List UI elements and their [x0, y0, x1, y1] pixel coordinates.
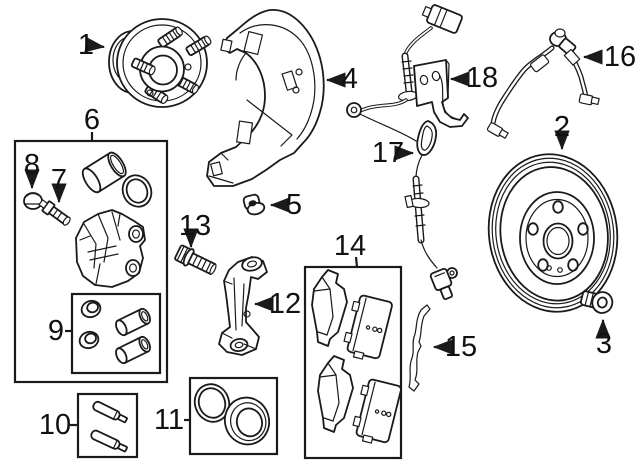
callout-10: 10 [39, 409, 78, 441]
callout-15-label: 15 [445, 331, 477, 363]
callout-18-label: 18 [466, 62, 498, 94]
callout-6-label: 6 [84, 104, 100, 136]
wheel-hub-assembly-drawing [108, 18, 212, 108]
callout-5-label: 5 [286, 189, 302, 221]
guide-pin-kit-box [76, 392, 139, 459]
callout-7: 7 [51, 164, 67, 204]
brake-rotor-drawing [487, 153, 619, 313]
callout-5: 5 [269, 189, 302, 221]
callout-17-label: 17 [372, 137, 404, 169]
callout-15: 15 [432, 331, 477, 363]
callout-13: 13 [179, 210, 211, 249]
callout-16: 16 [582, 41, 636, 73]
callout-14: 14 [334, 230, 366, 268]
callout-17: 17 [372, 137, 415, 169]
callout-12-label: 12 [269, 288, 301, 320]
callout-10-label: 10 [39, 409, 71, 441]
caliper-bracket-drawing [218, 256, 268, 356]
shield-bolt-drawing [242, 193, 266, 216]
callout-1: 1 [78, 29, 106, 61]
brake-pad-set-box [303, 265, 403, 460]
callout-3-label: 3 [596, 328, 612, 360]
callout-2: 2 [554, 111, 570, 151]
brake-hose-drawing [486, 28, 600, 139]
hose-bracket-drawing [413, 59, 469, 128]
callout-11-label: 11 [154, 404, 184, 436]
callout-9: 9 [48, 315, 72, 347]
pad-retaining-clip-drawing [408, 304, 431, 392]
callout-11: 11 [154, 404, 190, 436]
abs-wheel-speed-sensor-drawing [346, 4, 463, 301]
callout-4-label: 4 [342, 63, 358, 95]
piston-seal-drawing [121, 174, 153, 208]
rotor-bolt-drawing [579, 290, 614, 314]
callout-4: 4 [325, 63, 358, 95]
callout-18: 18 [449, 62, 498, 94]
bracket-bolt-drawing [174, 244, 217, 275]
callout-7-label: 7 [51, 164, 67, 196]
callout-13-label: 13 [179, 210, 211, 242]
callout-1-label: 1 [78, 29, 94, 61]
piston-seal-kit-box [188, 376, 279, 456]
caliper-kit-box [13, 139, 169, 384]
bushing-kit-box [70, 292, 162, 375]
callout-2-label: 2 [554, 111, 570, 143]
callout-3: 3 [595, 318, 612, 360]
caliper-piston-drawing [81, 151, 127, 194]
bleeder-cap-drawing [23, 192, 43, 210]
caliper-body-drawing [75, 209, 146, 288]
splash-shield-drawing [206, 9, 325, 187]
callout-8: 8 [24, 149, 40, 190]
callout-14-label: 14 [334, 230, 366, 262]
callout-6: 6 [84, 104, 100, 141]
callout-16-label: 16 [604, 41, 636, 73]
callout-9-label: 9 [48, 315, 64, 347]
callout-8-label: 8 [24, 149, 40, 181]
callout-12: 12 [253, 288, 301, 320]
